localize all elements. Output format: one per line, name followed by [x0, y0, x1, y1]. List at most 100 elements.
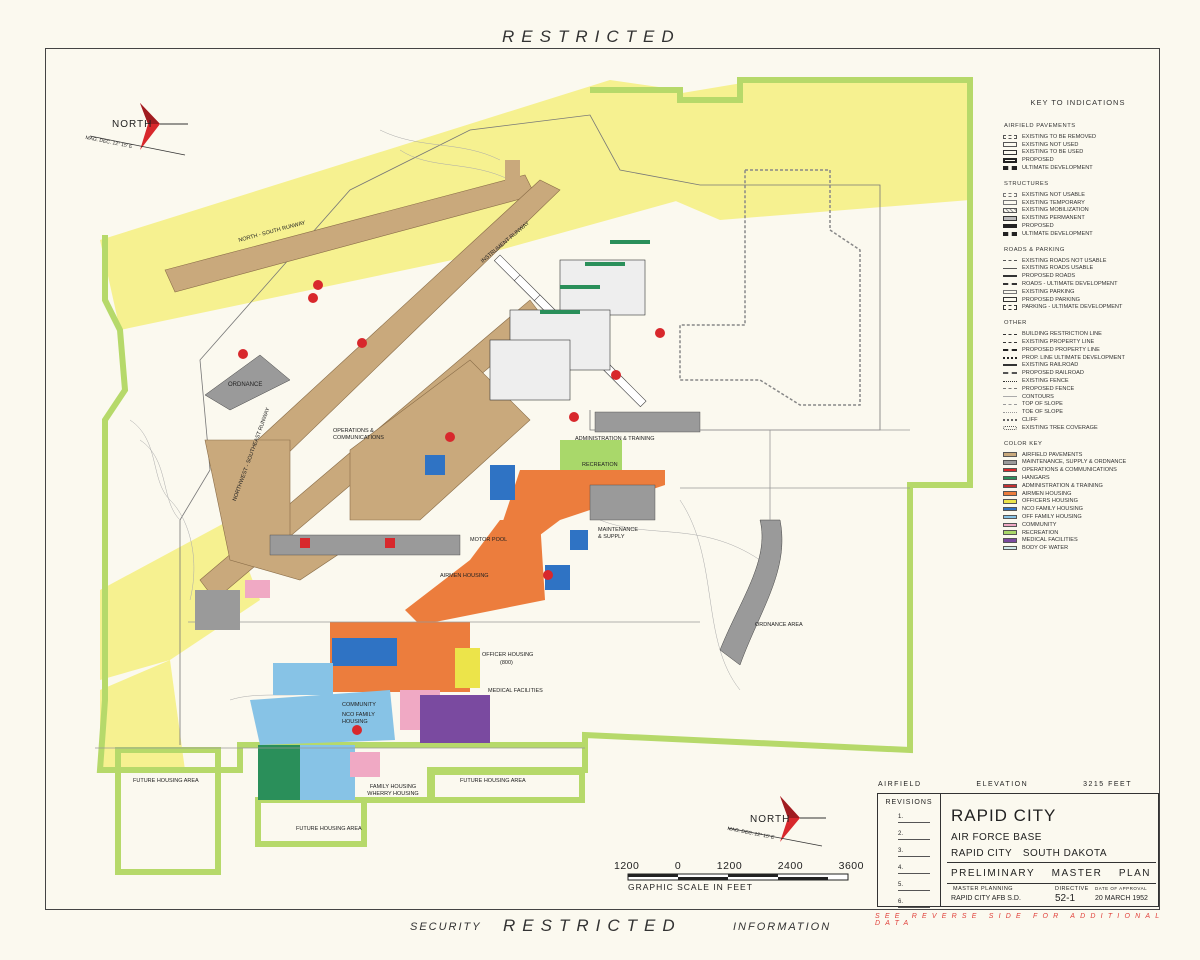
legend-label: EXISTING FENCE	[1022, 378, 1069, 385]
label-family-wherry: FAMILY HOUSING WHERRY HOUSING	[367, 784, 419, 797]
legend-row: PROPOSED PARKING	[1003, 296, 1153, 304]
legend-row: PARKING - ULTIMATE DEVELOPMENT	[1003, 304, 1153, 312]
legend-row: EXISTING NOT USABLE	[1003, 191, 1153, 199]
legend-label: TOP OF SLOPE	[1022, 401, 1063, 408]
scale-tick-label: 1200	[614, 860, 640, 872]
title-plan: PRELIMINARY MASTER PLAN	[951, 868, 1151, 879]
legend-row: PROPOSED RAILROAD	[1003, 369, 1153, 377]
legend-label: PARKING - ULTIMATE DEVELOPMENT	[1022, 304, 1123, 311]
ordnance-area-west	[204, 354, 291, 411]
title-plan-word2: MASTER	[1051, 868, 1103, 879]
title-line1: AIR FORCE BASE	[951, 832, 1042, 843]
color-key-label: RECREATION	[1022, 529, 1059, 536]
ordnance-area-east	[719, 519, 783, 666]
base-map	[89, 77, 973, 881]
title-plan-word3: PLAN	[1118, 868, 1151, 879]
label-airmen-housing: AIRMEN HOUSING	[440, 573, 489, 579]
legend-label: PROPOSED FENCE	[1022, 385, 1075, 392]
legend-label: ULTIMATE DEVELOPMENT	[1022, 230, 1093, 237]
legend-row: CONTOURS	[1003, 393, 1153, 401]
parking-apron	[349, 359, 531, 521]
directive-label: DIRECTIVE	[1055, 886, 1089, 892]
legend-row: BUILDING RESTRICTION LINE	[1003, 330, 1153, 338]
revisions-title: REVISIONS	[885, 799, 933, 806]
legend-label: EXISTING ROADS USABLE	[1022, 265, 1094, 272]
revisions-panel: REVISIONS 1. 2. 3. 4. 5. 6.	[878, 794, 941, 908]
roads	[95, 429, 910, 749]
legend-label: EXISTING TO BE REMOVED	[1022, 133, 1097, 140]
legend-label: PROPOSED PARKING	[1022, 296, 1081, 303]
elevation-label: AIRFIELD ELEVATION 3215 FEET	[878, 781, 1158, 788]
legend-label: EXISTING NOT USED	[1022, 141, 1079, 148]
title-main: RAPID CITY AIR FORCE BASE RAPID CITY SOU…	[941, 794, 1158, 906]
label-future-housing-1: FUTURE HOUSING AREA	[133, 778, 199, 784]
color-swatch	[1003, 483, 1017, 489]
color-swatch	[1003, 514, 1017, 520]
operations-markers	[238, 280, 665, 735]
label-operations: OPERATIONS & COMMUNICATIONS	[333, 428, 384, 441]
medical-block	[420, 695, 490, 743]
master-planning-value: RAPID CITY AFB S.D.	[951, 895, 1021, 902]
scale-ticks: 1200 0 1200 2400 3600	[614, 860, 864, 872]
nco-block-3	[570, 530, 588, 550]
label-future-housing-2: FUTURE HOUSING AREA	[296, 826, 362, 832]
scale-tick-label: 1200	[716, 860, 743, 872]
legend-row: PROPOSED	[1003, 156, 1153, 164]
label-officer-housing: OFFICER HOUSING	[482, 652, 534, 658]
legend-label: CONTOURS	[1022, 393, 1054, 400]
color-key-label: MEDICAL FACILITIES	[1022, 537, 1078, 544]
color-swatch	[1003, 499, 1017, 504]
color-key-label: AIRFIELD PAVEMENTS	[1022, 451, 1083, 458]
legend-row: ROADS - ULTIMATE DEVELOPMENT	[1003, 280, 1153, 288]
legend-row: ULTIMATE DEVELOPMENT	[1003, 164, 1153, 172]
ops-red-2	[385, 538, 395, 548]
revision-row: 4.	[898, 865, 930, 874]
top-restricted-banner: RESTRICTED	[502, 27, 681, 46]
title-state: SOUTH DAKOTA	[1022, 848, 1107, 859]
color-key-row: RECREATION	[1003, 529, 1153, 537]
legend-label: EXISTING RAILROAD	[1022, 362, 1079, 369]
master-planning-label: MASTER PLANNING	[953, 886, 1014, 892]
color-key-row: AIRMEN HOUSING	[1003, 490, 1153, 498]
maintenance-block	[594, 411, 701, 433]
graphic-scale-bar	[627, 873, 849, 881]
title-city: RAPID CITY	[951, 848, 1013, 859]
scale-tick-label: 0	[674, 860, 682, 872]
label-ordnance: ORDNANCE	[228, 382, 263, 388]
legend-row: PROPOSED FENCE	[1003, 385, 1153, 393]
label-admin-training: ADMINISTRATION & TRAINING	[575, 436, 655, 442]
legend: KEY TO INDICATIONS AIRFIELD PAVEMENTS EX…	[1003, 98, 1153, 552]
color-key-label: ADMINISTRATION & TRAINING	[1022, 482, 1103, 489]
legend-row: EXISTING MOBILIZATION	[1003, 207, 1153, 215]
future-housing-box-2	[255, 797, 367, 847]
color-key-row: HANGARS	[1003, 474, 1153, 482]
future-housing-box-3	[429, 769, 585, 803]
family-housing-lightblue	[300, 745, 355, 800]
legend-label: ROADS - ULTIMATE DEVELOPMENT	[1022, 281, 1118, 288]
clear-zone-west	[100, 660, 185, 770]
legend-row: EXISTING PERMANENT	[1003, 214, 1153, 222]
elevation-airfield: AIRFIELD	[878, 781, 922, 788]
ultimate-development-area	[679, 169, 861, 406]
legend-row: EXISTING TREE COVERAGE	[1003, 424, 1153, 432]
color-key-label: COMMUNITY	[1022, 521, 1057, 528]
color-swatch	[1003, 460, 1017, 465]
footer-information: INFORMATION	[733, 921, 832, 933]
legend-label: EXISTING PROPERTY LINE	[1022, 339, 1095, 346]
compass-bottom-label: NORTH	[750, 814, 791, 825]
color-key-label: MAINTENANCE, SUPPLY & ORDNANCE	[1022, 459, 1127, 466]
color-swatch	[1003, 530, 1017, 535]
legend-airfield-title: AIRFIELD PAVEMENTS	[1004, 123, 1076, 129]
see-reverse-note: SEE REVERSE SIDE FOR ADDITIONAL DATA	[875, 913, 1165, 927]
legend-label: EXISTING NOT USABLE	[1022, 191, 1085, 198]
color-key-row: ADMINISTRATION & TRAINING	[1003, 482, 1153, 490]
color-key-row: OFFICERS HOUSING	[1003, 497, 1153, 505]
legend-label: ULTIMATE DEVELOPMENT	[1022, 165, 1093, 172]
ops-red-1	[300, 538, 310, 548]
approval-label: DATE OF APPROVAL	[1095, 886, 1148, 891]
legend-row: PROPOSED	[1003, 222, 1153, 230]
legend-row: PROPOSED ROADS	[1003, 272, 1153, 280]
scale-tick-label: 3600	[838, 860, 864, 872]
legend-structures-title: STRUCTURES	[1004, 180, 1049, 187]
legend-label: EXISTING ROADS NOT USABLE	[1022, 257, 1107, 264]
